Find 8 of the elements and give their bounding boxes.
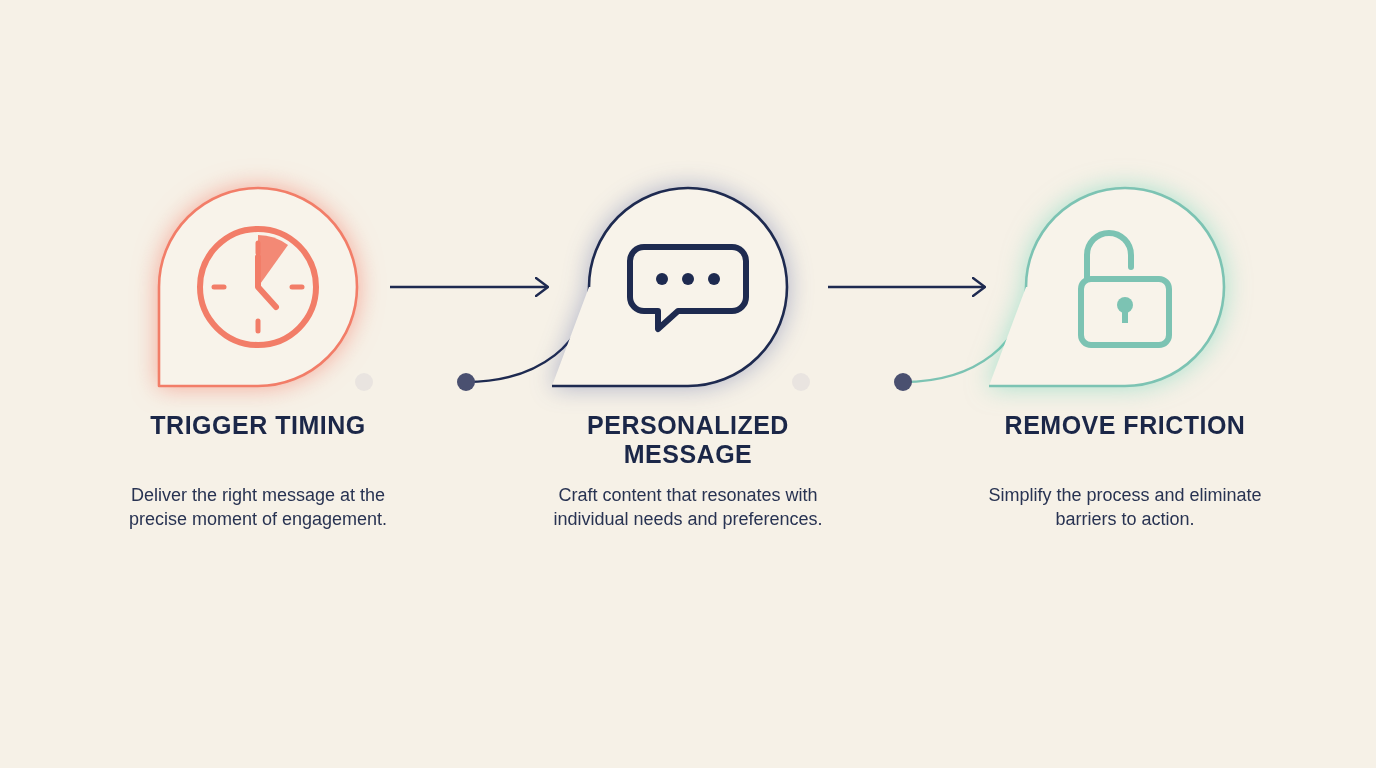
step-description: Simplify the process and eliminate barriers to action.	[987, 484, 1263, 531]
arrow	[390, 276, 550, 298]
step-title: TRIGGER TIMING	[149, 411, 367, 440]
step-title: REMOVE FRICTION	[1003, 411, 1247, 440]
step-description: Deliver the right message at the precise moment of engagement.	[127, 484, 389, 531]
step-title: PERSONALIZED MESSAGE	[586, 411, 790, 469]
arrow	[828, 276, 987, 298]
step-description: Craft content that resonates with individual needs and preferences.	[552, 484, 824, 531]
